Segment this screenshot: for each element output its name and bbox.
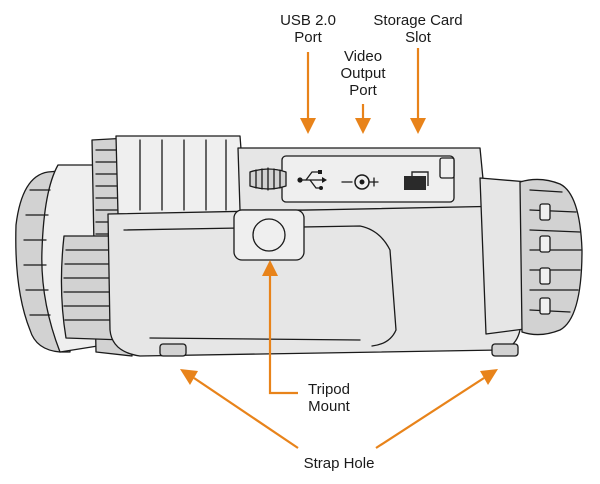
- tripod-mount-arrowhead: [262, 260, 278, 276]
- tripod-mount-label: Tripod Mount: [292, 381, 366, 415]
- storage-slot-arrowhead: [410, 118, 426, 134]
- objective-lens: [479, 177, 583, 336]
- usb-icon: [297, 170, 327, 190]
- tripod-mount-hole: [252, 218, 286, 252]
- video-output-label-line3: Port: [349, 82, 377, 99]
- video-output-label: Video Output Port: [328, 48, 398, 99]
- strap-hole-left: [159, 343, 187, 357]
- strap-hole-left-arrow: [193, 377, 299, 449]
- tripod-mount-label-line2: Mount: [308, 398, 350, 415]
- strap-hole-right-arrow: [375, 377, 485, 449]
- video-output-label-line2: Output: [340, 65, 386, 82]
- usb-port-label-line1: USB 2.0: [280, 12, 336, 29]
- usb-port-arrowhead: [300, 118, 316, 134]
- tripod-mount-arrow: [268, 272, 298, 395]
- callout-arrows: [180, 48, 498, 449]
- video-port-arrowhead: [355, 118, 371, 134]
- strap-hole-label: Strap Hole: [285, 455, 393, 472]
- video-output-label-line1: Video: [343, 48, 383, 65]
- storage-card-label-line2: Slot: [405, 29, 431, 46]
- sd-card-icon: [404, 171, 429, 190]
- usb-port-label: USB 2.0 Port: [268, 12, 348, 46]
- storage-card-label-line1: Storage Card: [373, 12, 463, 29]
- storage-card-label: Storage Card Slot: [362, 12, 474, 46]
- video-output-icon: [341, 174, 379, 190]
- strap-hole-left-arrowhead: [180, 369, 198, 385]
- strap-hole-label-text: Strap Hole: [303, 455, 375, 472]
- main-body: [107, 135, 521, 357]
- usb-port-label-line2: Port: [294, 29, 322, 46]
- strap-hole-right-arrowhead: [480, 369, 498, 385]
- tripod-mount-label-line1: Tripod: [308, 381, 350, 398]
- strap-hole-right: [491, 343, 519, 357]
